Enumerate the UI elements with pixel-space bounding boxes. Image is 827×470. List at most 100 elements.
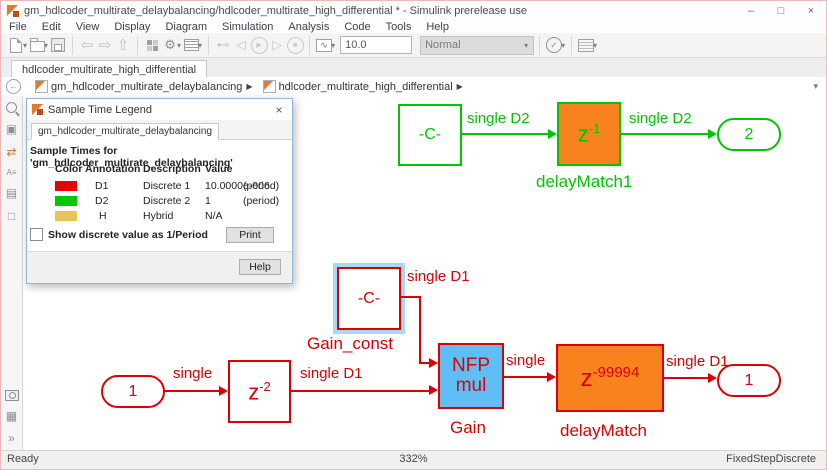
breadcrumb-current[interactable]: hdlcoder_multirate_high_differential (278, 80, 453, 93)
menu-analysis[interactable]: Analysis (288, 20, 330, 33)
run-button[interactable]: ▶ (250, 35, 268, 56)
signal-label-single-b: single (506, 352, 546, 369)
block-delayMatch1[interactable]: z-1 (557, 102, 621, 166)
wire-delay1-to-outport2[interactable] (621, 133, 709, 135)
wire-gainconst-seg2[interactable] (419, 296, 421, 364)
library-browser-button[interactable] (143, 35, 161, 56)
open-model-dropdown[interactable]: ▾ (44, 40, 49, 50)
new-model-icon (10, 37, 22, 53)
block-constant-d2[interactable]: -C- (398, 104, 462, 166)
wire-gainconst-seg3[interactable] (419, 362, 431, 364)
help-button[interactable]: Help (239, 259, 281, 275)
navigate-back-button[interactable]: ⇦ (80, 37, 94, 54)
arrowhead (708, 373, 717, 383)
navigate-up-button[interactable]: ⇧ (116, 37, 130, 54)
menu-display[interactable]: Display (114, 20, 151, 33)
description-h: Hybrid (143, 210, 174, 222)
legend-row-d1: D1 Discrete 1 10.0000e-006 (period) (27, 180, 292, 193)
block-gain-const[interactable]: -C- (337, 267, 401, 330)
wire-gain-to-delay3[interactable] (504, 376, 549, 378)
step-forward-button[interactable]: ▷ (272, 37, 283, 52)
annotation-icon[interactable]: A≡ (6, 168, 17, 177)
signal-table-button[interactable] (182, 35, 200, 56)
build-button[interactable] (577, 35, 595, 56)
status-zoom-level: 332% (399, 453, 428, 465)
stop-button[interactable]: ■ (286, 35, 304, 56)
menu-diagram[interactable]: Diagram (165, 20, 208, 33)
toolbar: ▾ ▾ ⇦ ⇨ ⇧ ⚙ ▾ ▾ ⊷ ◁ ▶ ▷ ■ ∿ ▾ 10.0 Norma… (1, 33, 826, 58)
value-d1: 10.0000e-006 (205, 180, 270, 192)
model-block-icon[interactable]: ▦ (5, 409, 18, 423)
simulation-stop-time-input[interactable]: 10.0 (340, 36, 413, 54)
minimize-button[interactable]: – (747, 4, 755, 17)
expand-palette-icon[interactable]: » (8, 431, 15, 445)
dialog-title: Sample Time Legend (48, 103, 152, 116)
wire-delay2-to-gain[interactable] (291, 390, 431, 392)
toolbar-separator (571, 35, 573, 55)
update-diagram-icon[interactable]: ⇄ (6, 145, 17, 159)
dialog-close-button[interactable]: × (275, 102, 283, 117)
fit-to-view-icon[interactable]: ▣ (5, 122, 18, 136)
connect-hardware-button[interactable]: ⊷ (216, 37, 230, 52)
zoom-region-icon[interactable] (6, 102, 17, 113)
status-bar: Ready 332% FixedStepDiscrete (1, 450, 826, 469)
breadcrumb-back-button[interactable]: ← (6, 79, 21, 94)
selection-halo: -C- (333, 263, 405, 334)
menu-help[interactable]: Help (426, 20, 449, 33)
signal-table-dropdown[interactable]: ▾ (198, 40, 203, 50)
simulation-mode-select[interactable]: Normal ▾ (420, 35, 535, 55)
inport-1[interactable]: 1 (101, 375, 165, 408)
new-model-button[interactable] (7, 35, 25, 56)
breadcrumb-separator-icon[interactable]: ▶ (246, 82, 253, 91)
save-button[interactable] (49, 35, 67, 56)
discrete-value-checkbox-row: Show discrete value as 1/Period (30, 228, 208, 241)
breadcrumb-root[interactable]: gm_hdlcoder_multirate_delaybalancing (51, 80, 243, 93)
camera-icon[interactable] (4, 390, 19, 401)
dialog-tab-model[interactable]: gm_hdlcoder_multirate_delaybalancing (31, 123, 219, 140)
new-model-dropdown[interactable]: ▾ (23, 40, 28, 50)
tab-hdlcoder-multirate-high-differential[interactable]: hdlcoder_multirate_high_differential (11, 60, 208, 78)
navigate-forward-button[interactable]: ⇨ (98, 37, 112, 54)
build-dropdown[interactable]: ▾ (593, 40, 598, 50)
menu-file[interactable]: File (9, 20, 27, 33)
open-folder-icon (29, 38, 45, 52)
breadcrumb-separator-icon[interactable]: ▶ (456, 82, 463, 91)
outport-2[interactable]: 2 (717, 118, 781, 151)
block-delayMatch[interactable]: z-99994 (556, 344, 664, 412)
col-color: Color (55, 163, 83, 175)
discrete-value-checkbox[interactable] (30, 228, 43, 241)
col-value: Value (205, 163, 233, 175)
window-title: gm_hdlcoder_multirate_delaybalancing/hdl… (24, 4, 528, 17)
block-delay2[interactable]: z-2 (228, 360, 291, 423)
toolbar-separator (137, 35, 139, 55)
wire-delay3-to-outport1[interactable] (664, 377, 709, 379)
col-annotation: Annotation (85, 163, 141, 175)
simulation-display-button[interactable]: ∿ (315, 35, 333, 56)
wire-gainconst-seg1[interactable] (401, 296, 421, 298)
open-model-button[interactable] (28, 35, 46, 56)
outport-1[interactable]: 1 (717, 364, 781, 397)
menu-view[interactable]: View (75, 20, 100, 33)
breadcrumb-dropdown-icon[interactable]: ▾ (813, 81, 818, 91)
area-box-icon[interactable]: □ (7, 209, 16, 223)
step-back-button[interactable]: ◁ (236, 37, 247, 52)
model-advisor-button[interactable]: ✓ (545, 35, 563, 56)
model-settings-dropdown[interactable]: ▾ (177, 40, 182, 50)
wire-inport1-to-delay2[interactable] (165, 390, 221, 392)
menu-simulation[interactable]: Simulation (222, 20, 274, 33)
close-button[interactable]: × (807, 4, 815, 17)
dialog-title-bar[interactable]: Sample Time Legend × (27, 99, 292, 120)
color-swatch-d1 (55, 181, 77, 191)
print-button[interactable]: Print (226, 227, 274, 243)
model-icon (35, 80, 48, 93)
menu-edit[interactable]: Edit (41, 20, 61, 33)
menu-tools[interactable]: Tools (385, 20, 412, 33)
simulation-display-dropdown[interactable]: ▾ (331, 40, 336, 50)
model-advisor-dropdown[interactable]: ▾ (561, 40, 566, 50)
image-icon[interactable]: ▤ (5, 186, 18, 200)
menu-code[interactable]: Code (344, 20, 371, 33)
wire-const2-to-delay1[interactable] (462, 133, 549, 135)
maximize-button[interactable]: □ (777, 4, 785, 17)
model-settings-button[interactable]: ⚙ (164, 37, 176, 52)
